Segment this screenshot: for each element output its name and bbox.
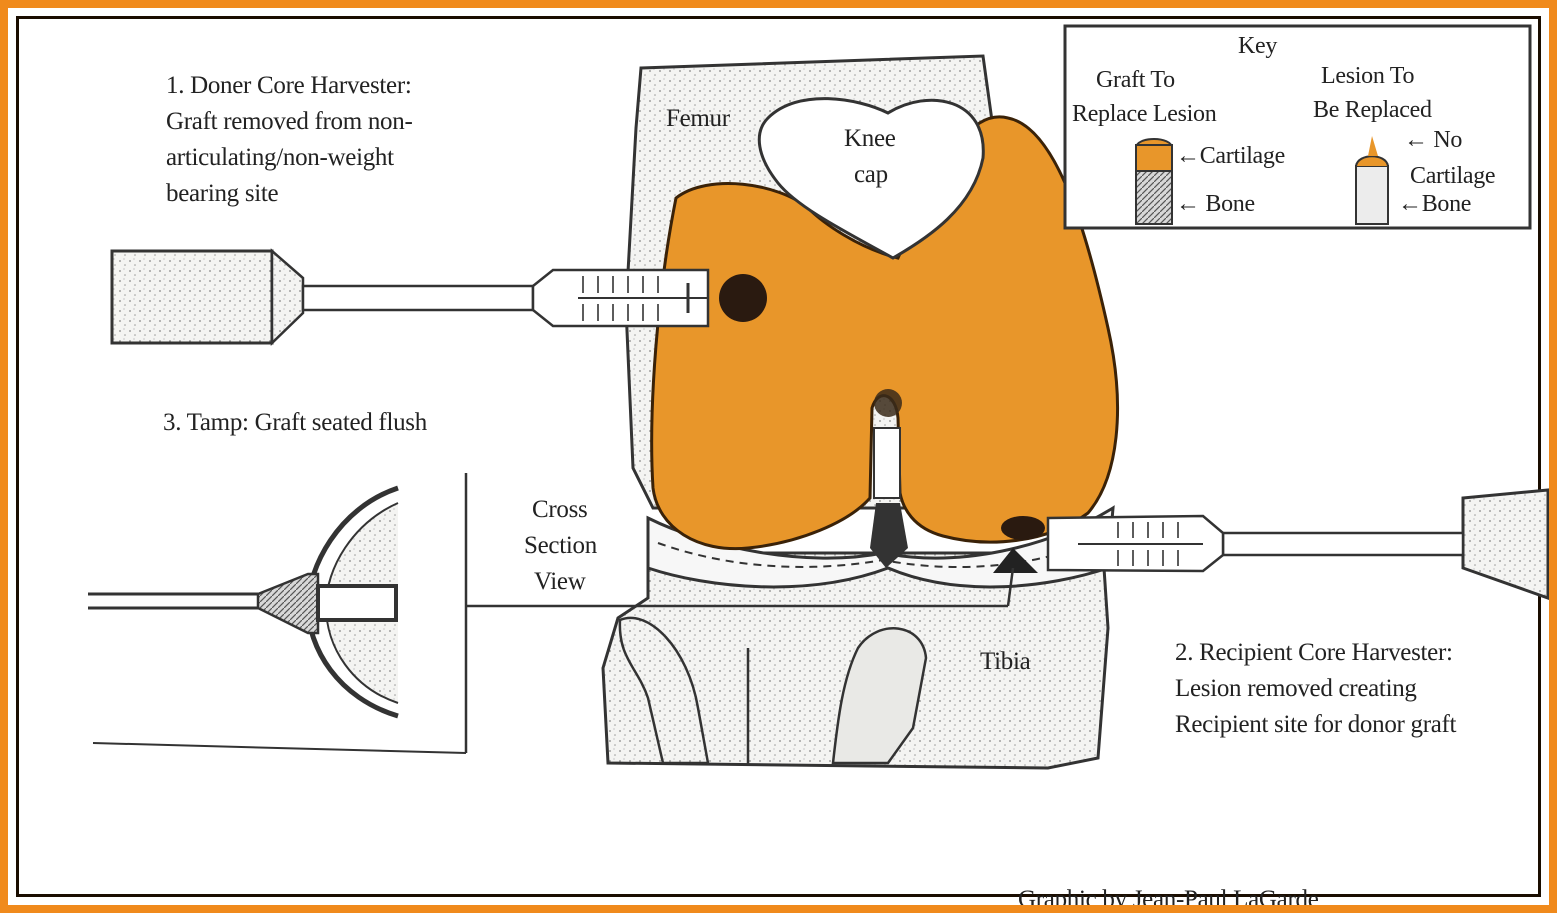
key-lesion-no: ← No [1404,122,1462,158]
knee-cap-label-2: cap [854,157,888,193]
step2-line3: Recipient site for donor graft [1175,707,1456,743]
donor-core-harvester [112,251,708,343]
tibia-label: Tibia [980,644,1030,680]
key-graft-cartilage: ←Cartilage [1176,138,1285,174]
key-lesion-line1: Lesion To [1321,58,1414,94]
donor-lesion [719,274,767,322]
cross-section-label-3: View [534,564,585,600]
recipient-core-harvester [1048,490,1548,598]
step3-text: 3. Tamp: Graft seated flush [163,405,427,441]
cross-section-label-1: Cross [532,492,587,528]
knee-cap-label-1: Knee [844,121,896,157]
key-graft-line1: Graft To [1096,62,1175,98]
step1-line3: articulating/non-weight [166,140,394,176]
step1-line4: bearing site [166,176,278,212]
step1-line2: Graft removed from non- [166,104,412,140]
cross-section-label-2: Section [524,528,597,564]
key-lesion-bone: ←Bone [1398,186,1471,222]
step2-line1: 2. Recipient Core Harvester: [1175,635,1453,671]
graphic-credit: Graphic by Jean-Paul LaGarde [1018,882,1319,913]
recipient-lesion [1001,516,1045,540]
key-graft-bone: ← Bone [1176,186,1255,222]
intercondylar-notch [874,428,900,498]
step1-line1: 1. Doner Core Harvester: [166,68,412,104]
femur-label: Femur [666,101,730,137]
key-title: Key [1238,28,1277,64]
step2-line2: Lesion removed creating [1175,671,1417,707]
key-graft-line2: Replace Lesion [1072,96,1216,132]
